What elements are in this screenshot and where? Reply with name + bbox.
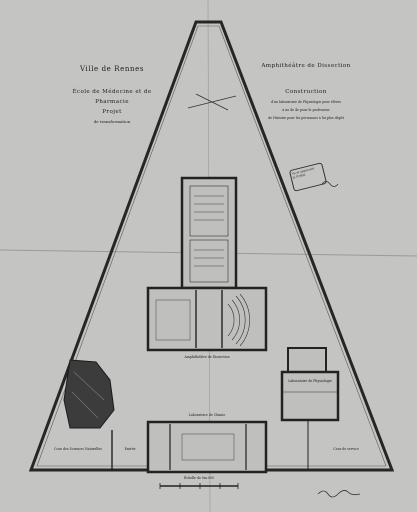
amphitheatre-title: Amphithéâtre de Dissection [261,63,351,69]
room-outline [155,299,191,341]
project-title: Projet [102,109,122,115]
site-boundary-inner [36,25,387,467]
right-courtyard-label: Cour de service [333,447,359,451]
hall-room [189,185,229,237]
amphitheatre-wing [146,286,268,352]
scale-label: Échelle de 0m.005 [183,476,215,480]
amphitheatre-label: Amphithéâtre de Dissection [184,355,230,359]
project-subtitle: de transformation [93,119,131,124]
physiology-lab [280,370,340,422]
hall-room [189,239,229,283]
north-arrow [195,93,229,111]
description-line2: à au 4e 4e pour le professeur [282,108,330,112]
central-hall [180,176,238,290]
chemistry-label: Laboratoire de Chimie [188,413,226,417]
city-title: Ville de Rennes [79,65,145,73]
chemistry-lab [146,420,268,474]
physiology-annex [287,347,327,373]
signature [321,181,339,187]
signature [317,490,361,498]
entrance-label: Entrée [124,447,136,451]
school-title-line1: École de Médecine et de [72,89,152,95]
site-boundary [28,20,395,472]
physiology-label: Laboratoire de Physiologie [288,379,332,383]
existing-building-shaded [63,359,115,429]
left-courtyard-label: Cour des Sciences Naturelles [54,447,102,451]
description-line3: de Histoire pour les personnes à lui plu… [268,116,344,120]
construction-title: Construction [285,89,327,95]
amphitheatre-seating [227,293,250,347]
school-title-line2: Pharmacie [95,99,129,105]
lab-bench [181,433,235,461]
description-line1: d'un laboratoire de Physiologie pour élè… [270,100,342,104]
